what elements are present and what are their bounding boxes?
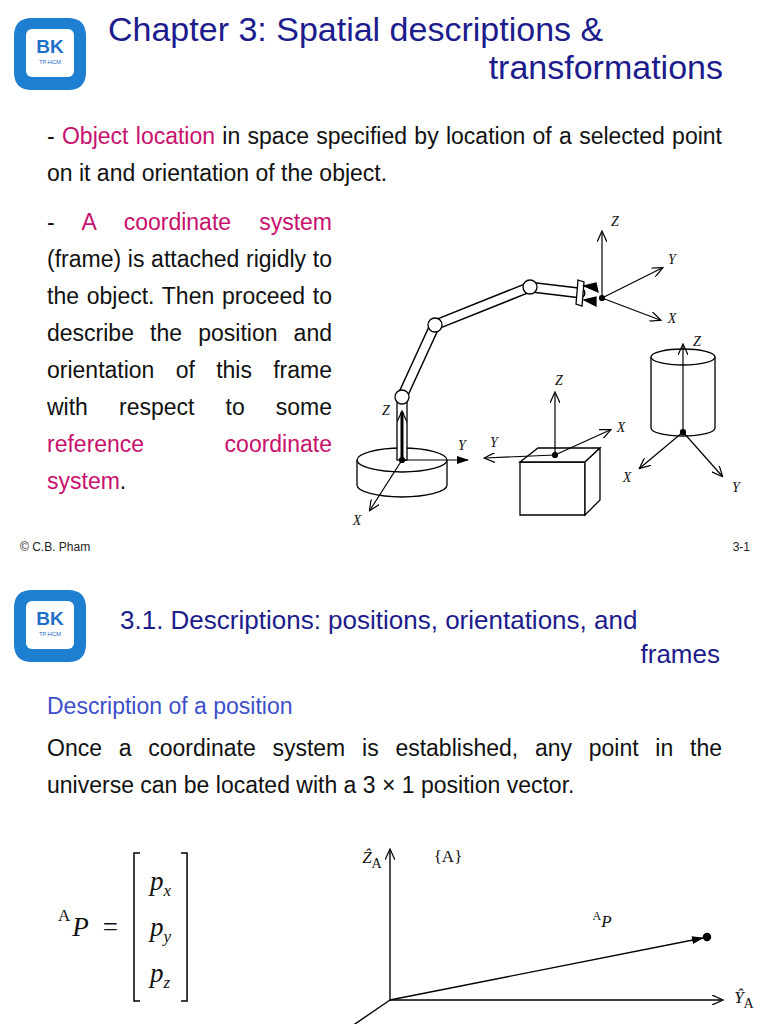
body-text: .	[120, 468, 126, 494]
figure-stroke	[520, 462, 585, 515]
copyright: © C.B. Pham	[20, 540, 90, 554]
axis-label: Z	[611, 214, 619, 230]
bullet-text: - A coordinate system (frame) is attache…	[47, 204, 332, 500]
figure-stroke	[704, 934, 711, 941]
figure-stroke	[400, 458, 405, 463]
subscript: A	[744, 995, 754, 1011]
superscript: A	[592, 909, 601, 923]
equals-sign: =	[103, 912, 118, 943]
vector-label: AP	[592, 912, 611, 932]
vector-entry: py	[150, 904, 171, 950]
key-term: Object location	[62, 123, 215, 149]
subscript: A	[372, 855, 382, 871]
figure-stroke	[640, 432, 683, 468]
axis-label: Z	[693, 334, 701, 350]
body-text: -	[47, 123, 55, 149]
figure-stroke	[402, 459, 468, 460]
subscript: x	[164, 881, 172, 900]
body-text: (frame) is attached rigidly to the objec…	[47, 246, 332, 420]
figure-stroke	[553, 453, 558, 458]
figure-stroke	[554, 393, 555, 455]
frame-name: {A}	[434, 847, 463, 867]
figure-stroke	[584, 297, 596, 306]
figure-stroke	[601, 232, 602, 298]
section-heading: Description of a position	[47, 693, 292, 720]
logo-badge: BK TP.HCM	[12, 16, 88, 92]
figure-stroke	[397, 402, 407, 460]
figure-stroke	[435, 287, 530, 325]
figure-stroke	[401, 412, 404, 460]
axis-label: X	[668, 311, 677, 327]
axis-label: Z	[555, 373, 563, 389]
position-vector: AP=pxpypz	[58, 852, 189, 1002]
figure-stroke	[352, 1000, 390, 1024]
vector-entry: pz	[150, 950, 171, 996]
axis-label: ŶA	[734, 988, 754, 1011]
axis-label: X	[617, 420, 626, 436]
figure-stroke	[428, 318, 442, 332]
vector-entry: px	[150, 858, 171, 904]
subscript: z	[164, 973, 171, 992]
figure-stroke	[523, 280, 537, 294]
figure-stroke	[390, 999, 722, 1000]
figure-stroke	[389, 850, 390, 1000]
axis-label: Z	[382, 403, 390, 419]
figure-stroke	[602, 298, 660, 320]
logo-text: BK	[12, 609, 88, 629]
vector-symbol: P	[72, 912, 89, 943]
page-number: 3-1	[733, 540, 750, 554]
key-term: A coordinate system	[82, 209, 333, 235]
axis-label: ẐA	[362, 848, 382, 871]
figure-stroke	[395, 390, 409, 404]
figure-stroke	[600, 296, 605, 301]
figure-stroke	[683, 432, 722, 476]
figure-stroke	[402, 325, 435, 397]
figure-stroke	[390, 938, 703, 1000]
figure-stroke	[370, 460, 402, 510]
figure-stroke	[682, 345, 683, 432]
figure-stroke	[584, 283, 598, 292]
axis-label: X	[623, 470, 632, 486]
subscript: y	[164, 927, 172, 946]
slide-title: 3.1. Descriptions: positions, orientatio…	[120, 603, 720, 671]
axis-label: Y	[458, 438, 466, 454]
box-object	[520, 448, 600, 515]
figure-stroke	[485, 455, 555, 458]
slide-title: Chapter 3: Spatial descriptions & transf…	[108, 10, 723, 86]
axis-label: Y	[668, 252, 676, 268]
logo-text: BK	[12, 37, 88, 57]
axis-label: X	[353, 513, 362, 529]
axis-label: Y	[490, 435, 498, 451]
logo-badge: BK TP.HCM	[12, 588, 88, 664]
axis-symbol: Ŷ	[734, 988, 743, 1007]
bracket-stroke	[134, 853, 187, 1001]
component: p	[150, 958, 164, 988]
figure-stroke	[555, 430, 610, 455]
figure-stroke	[576, 280, 584, 306]
frame-a-axes	[352, 850, 722, 1024]
superscript: A	[58, 906, 70, 926]
component: p	[150, 912, 164, 942]
component: p	[150, 866, 164, 896]
logo-text: TP.HCM	[12, 631, 88, 638]
body-text: -	[47, 209, 55, 235]
bullet-text: - Object location in space specified by …	[47, 118, 722, 192]
key-term: reference coordinate system	[47, 431, 332, 494]
figure-stroke	[435, 287, 530, 325]
figure-stroke	[585, 448, 600, 515]
axis-symbol: Ẑ	[362, 848, 371, 867]
frame-axes	[370, 232, 722, 510]
logo-text: TP.HCM	[12, 59, 88, 66]
figure-stroke	[402, 325, 435, 397]
body-text: Once a coordinate system is established,…	[47, 730, 722, 804]
column-vector: pxpypz	[132, 852, 189, 1002]
axis-label: Y	[732, 480, 740, 496]
figure-stroke	[602, 268, 662, 298]
vector-symbol: P	[601, 912, 611, 931]
figure-stroke	[681, 430, 686, 435]
